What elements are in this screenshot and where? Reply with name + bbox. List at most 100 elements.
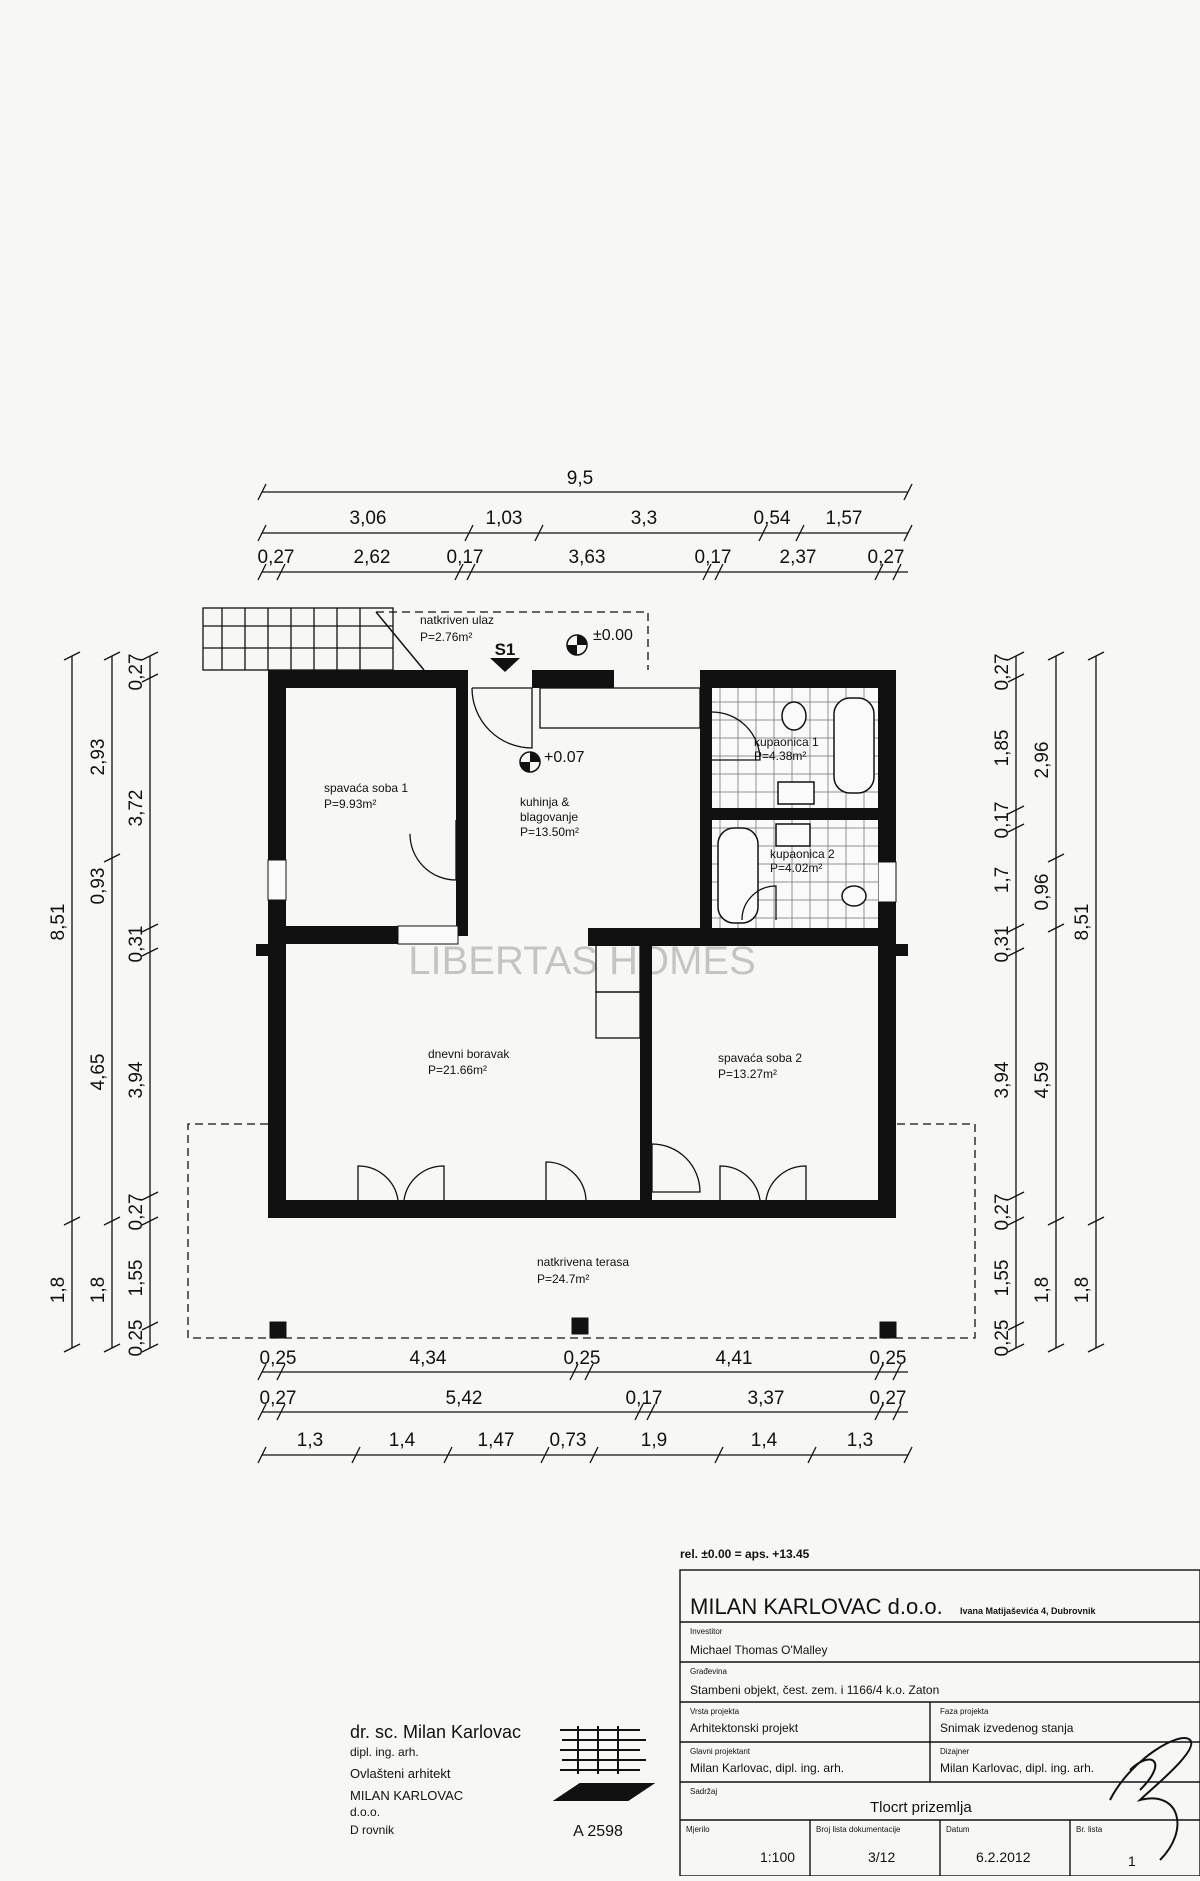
entrance-stairs bbox=[202, 607, 425, 671]
dim-label: 1,55 bbox=[126, 1260, 147, 1297]
room-name-bathroom-1: kupaonica 1 bbox=[754, 735, 819, 749]
dim-left-labels: 8,51 1,8 2,93 0,93 4,65 1,8 0,27 3,72 0,… bbox=[48, 654, 147, 1357]
dim-label: 0,27 bbox=[870, 1388, 907, 1409]
dim-label: 4,34 bbox=[410, 1348, 447, 1369]
dim-label: 0,27 bbox=[992, 1194, 1013, 1231]
bathtub-icon bbox=[717, 827, 759, 924]
room-area-entrance: P=2.76m² bbox=[420, 630, 472, 644]
room-area-bathroom-1: P=4.38m² bbox=[754, 749, 806, 763]
right-dimensions bbox=[1007, 651, 1105, 1353]
room-name-bathroom-2: kupaonica 2 bbox=[770, 847, 835, 861]
dim-label: 3,94 bbox=[126, 1061, 147, 1098]
dim-label: 1,47 bbox=[478, 1430, 515, 1451]
dim-label: 1,7 bbox=[992, 867, 1013, 893]
dim-label: 0,17 bbox=[447, 547, 484, 568]
tb-label: Br. lista bbox=[1076, 1825, 1103, 1834]
dim-label: 0,31 bbox=[992, 926, 1013, 963]
dim-label: 3,94 bbox=[992, 1061, 1013, 1098]
dim-label: 0,17 bbox=[992, 802, 1013, 839]
room-area-kitchen: P=13.50m² bbox=[520, 825, 579, 839]
tb-author: Milan Karlovac, dipl. ing. arh. bbox=[940, 1761, 1094, 1775]
tb-label: Dizajner bbox=[940, 1747, 970, 1756]
dim-label: 1,3 bbox=[297, 1430, 323, 1451]
dim-label: 4,65 bbox=[88, 1054, 109, 1091]
tb-company: MILAN KARLOVAC d.o.o. bbox=[690, 1594, 943, 1619]
tb-drawing: Tlocrt prizemlja bbox=[870, 1799, 972, 1816]
section-mark-s1: S1 bbox=[490, 640, 520, 672]
dim-label: 0,31 bbox=[126, 926, 147, 963]
dim-label: 0,17 bbox=[695, 547, 732, 568]
stamp-number: A 2598 bbox=[573, 1823, 623, 1840]
bottom-dimensions bbox=[257, 1363, 913, 1464]
tb-label: Faza projekta bbox=[940, 1707, 989, 1716]
left-dimensions bbox=[63, 651, 159, 1353]
watermark-text: LIBERTAS HOMES bbox=[408, 939, 756, 983]
stamp-line: dr. sc. Milan Karlovac bbox=[350, 1722, 521, 1742]
room-name-living-room: dnevni boravak bbox=[428, 1047, 510, 1061]
room-name-bedroom-2: spavaća soba 2 bbox=[718, 1051, 802, 1065]
stamp-line: Ovlašteni arhitekt bbox=[350, 1766, 451, 1781]
dim-label: 2,93 bbox=[88, 739, 109, 776]
tb-date: 6.2.2012 bbox=[976, 1849, 1031, 1865]
room-name-kitchen-line1: kuhinja & bbox=[520, 795, 569, 809]
dim-label: 1,8 bbox=[48, 1277, 69, 1303]
stamp-line: d.o.o. bbox=[350, 1805, 380, 1819]
dim-label: 0,27 bbox=[126, 654, 147, 691]
dim-bottom-labels: 0,25 4,34 0,25 4,41 0,25 0,27 5,42 0,17 … bbox=[260, 1348, 907, 1451]
tb-building: Stambeni objekt, čest. zem. i 1166/4 k.o… bbox=[690, 1683, 939, 1697]
dim-top-overall: 9,5 bbox=[567, 468, 593, 489]
doors bbox=[357, 687, 807, 1213]
stamp-line: dipl. ing. arh. bbox=[350, 1745, 419, 1759]
title-block bbox=[679, 1569, 1200, 1877]
dim-label: 0,25 bbox=[564, 1348, 601, 1369]
tb-label: Sadržaj bbox=[690, 1787, 717, 1796]
title-block-text: MILAN KARLOVAC d.o.o. Ivana Matijaševića… bbox=[686, 1594, 1136, 1869]
reference-note: rel. ±0.00 = aps. +13.45 bbox=[680, 1547, 810, 1561]
dim-label: 1,03 bbox=[486, 508, 523, 529]
level-label-interior: +0.07 bbox=[544, 749, 585, 766]
dim-label: 1,4 bbox=[389, 1430, 416, 1451]
stamp-line: D rovnik bbox=[350, 1823, 395, 1837]
dim-label: 1,4 bbox=[751, 1430, 778, 1451]
room-area-bathroom-2: P=4.02m² bbox=[770, 861, 822, 875]
room-name-kitchen-line2: blagovanje bbox=[520, 810, 578, 824]
bathtub-icon bbox=[833, 697, 875, 794]
dim-label: 0,27 bbox=[992, 654, 1013, 691]
level-marker-entrance: ±0.00 bbox=[566, 627, 633, 656]
tb-label: Građevina bbox=[690, 1667, 727, 1676]
section-mark-label: S1 bbox=[495, 640, 516, 659]
dim-label: 0,25 bbox=[260, 1348, 297, 1369]
dim-label: 1,8 bbox=[1072, 1277, 1093, 1303]
bathroom-2 bbox=[712, 820, 878, 928]
room-name-terrace: natkrivena terasa bbox=[537, 1255, 629, 1269]
sink-icon bbox=[775, 823, 811, 847]
dim-label: 5,42 bbox=[446, 1388, 483, 1409]
tb-label: Glavni projektant bbox=[690, 1747, 751, 1756]
room-area-living-room: P=21.66m² bbox=[428, 1063, 487, 1077]
bathroom-1 bbox=[712, 688, 878, 808]
dim-label: 1,57 bbox=[826, 508, 863, 529]
tb-label: Investitor bbox=[690, 1627, 723, 1636]
dim-label: 1,55 bbox=[992, 1260, 1013, 1297]
dim-label: 0,54 bbox=[754, 508, 791, 529]
kitchen-counter bbox=[539, 687, 701, 1039]
tb-label: Vrsta projekta bbox=[690, 1707, 740, 1716]
stamp-line: MILAN KARLOVAC bbox=[350, 1788, 463, 1803]
toilet-icon bbox=[781, 701, 807, 731]
dim-label: 1,9 bbox=[641, 1430, 667, 1451]
dim-label: 8,51 bbox=[48, 904, 69, 941]
dim-label: 0,25 bbox=[870, 1348, 907, 1369]
signature-mark bbox=[1109, 1737, 1193, 1861]
dim-label: 0,25 bbox=[992, 1320, 1013, 1357]
tb-address: Ivana Matijaševića 4, Dubrovnik bbox=[960, 1606, 1097, 1616]
dim-label: 8,51 bbox=[1072, 904, 1093, 941]
architect-logo bbox=[552, 1726, 656, 1801]
dim-label: 0,17 bbox=[626, 1388, 663, 1409]
sink-icon bbox=[777, 781, 815, 805]
dim-label: 3,72 bbox=[126, 790, 147, 827]
dim-right-labels: 0,27 1,85 0,17 1,7 0,31 3,94 0,27 1,55 0… bbox=[992, 654, 1093, 1357]
room-name-entrance: natkriven ulaz bbox=[420, 613, 494, 627]
windows bbox=[267, 859, 897, 945]
